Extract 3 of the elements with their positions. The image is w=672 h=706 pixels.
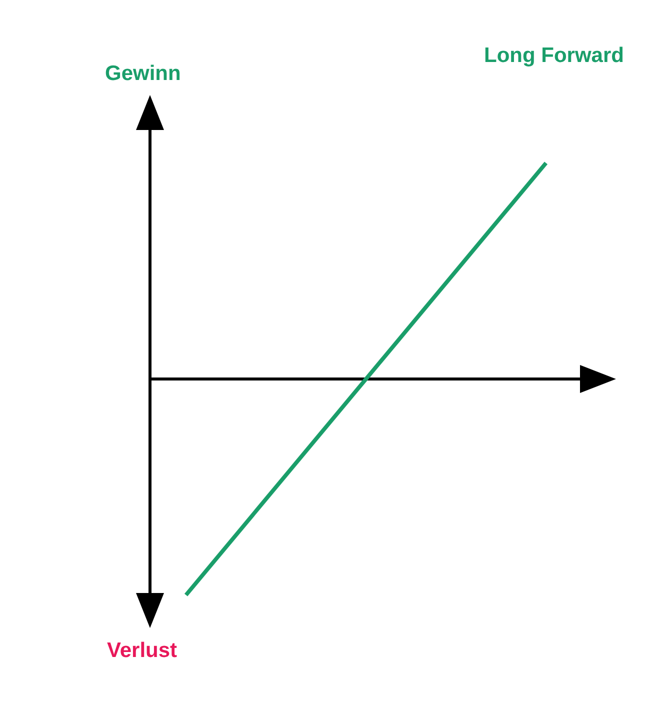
axis-label: Verlust (107, 640, 178, 661)
chart-title: Long Forward (484, 45, 624, 66)
axis-label: Gewinn (105, 63, 181, 84)
